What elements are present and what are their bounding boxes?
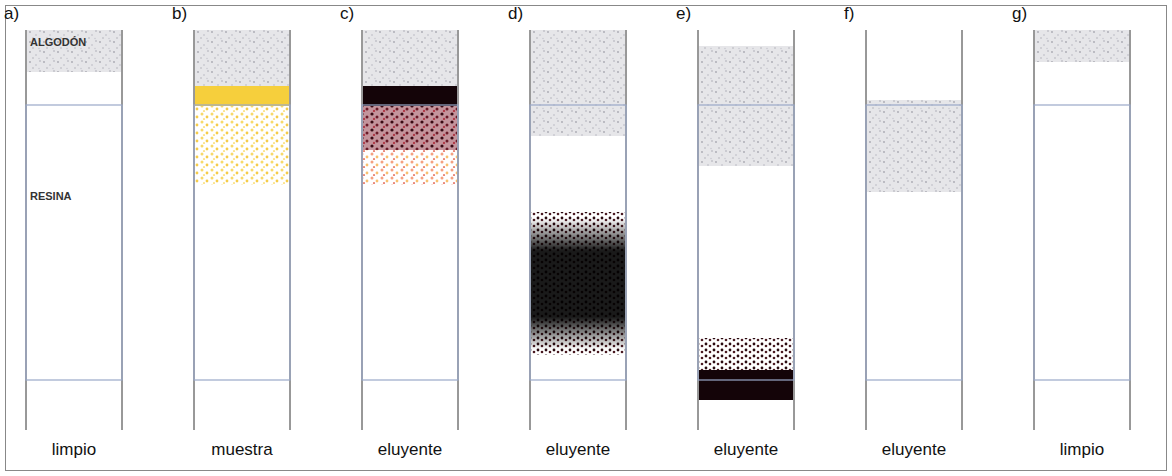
panel-letter: c) bbox=[340, 4, 354, 24]
eluted-band bbox=[699, 370, 793, 400]
cotton-plug bbox=[1035, 30, 1129, 62]
part-name: ALGODÓN bbox=[30, 36, 86, 48]
sample-spread bbox=[195, 106, 289, 185]
dark-band bbox=[363, 86, 457, 106]
step-label: eluyente bbox=[882, 440, 946, 460]
resin-bed bbox=[698, 105, 794, 380]
red-zone bbox=[363, 106, 457, 150]
resin-bed bbox=[362, 105, 458, 380]
resin-bed bbox=[26, 105, 122, 380]
step-label: limpio bbox=[52, 440, 96, 460]
panel-letter: e) bbox=[676, 4, 691, 24]
resin-bed bbox=[194, 105, 290, 380]
step-label: muestra bbox=[211, 440, 272, 460]
cotton-plug bbox=[699, 46, 793, 166]
moving-band bbox=[531, 218, 625, 350]
panel-letter: a) bbox=[4, 4, 19, 24]
step-label: eluyente bbox=[546, 440, 610, 460]
cotton-plug bbox=[867, 100, 961, 192]
band-speckle bbox=[699, 338, 793, 400]
cotton-plug bbox=[27, 30, 121, 72]
panel-letter: f) bbox=[844, 4, 854, 24]
panel-letter: g) bbox=[1012, 4, 1027, 24]
panel-letter: d) bbox=[508, 4, 523, 24]
cotton-plug bbox=[531, 30, 625, 136]
band-speckle bbox=[531, 212, 625, 355]
resin-bed bbox=[1034, 105, 1130, 380]
resin-bed bbox=[530, 105, 626, 380]
panel-letter: b) bbox=[172, 4, 187, 24]
orange-zone bbox=[363, 150, 457, 185]
step-label: eluyente bbox=[378, 440, 442, 460]
sample-band bbox=[195, 86, 289, 106]
resin-bed bbox=[866, 105, 962, 380]
part-name: RESINA bbox=[30, 190, 72, 202]
cotton-plug bbox=[363, 30, 457, 86]
cotton-plug bbox=[195, 30, 289, 86]
step-label: limpio bbox=[1060, 440, 1104, 460]
step-label: eluyente bbox=[714, 440, 778, 460]
